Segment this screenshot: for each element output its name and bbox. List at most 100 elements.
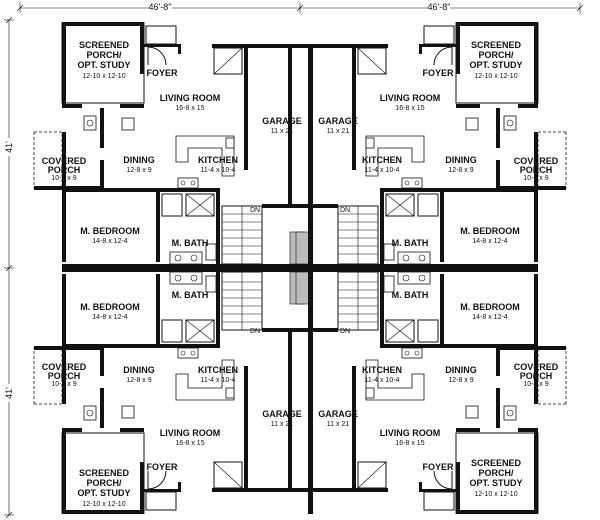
unit-top-right bbox=[287, 21, 567, 270]
label-line: PORCH bbox=[48, 371, 81, 381]
living-room-size: 16-8 x 15 bbox=[175, 105, 204, 112]
foyer-label: FOYER bbox=[422, 68, 454, 78]
foyer-label: FOYER bbox=[146, 462, 178, 472]
depth-dimension-upper: 41' bbox=[4, 141, 14, 153]
screened-porch-size: 12-10 x 12-10 bbox=[82, 501, 125, 508]
dining-size: 12-8 x 9 bbox=[126, 377, 151, 384]
dining-label: DINING bbox=[123, 155, 155, 165]
living-room-size: 16-8 x 15 bbox=[175, 440, 204, 447]
label-line: COVERED bbox=[42, 156, 87, 166]
master-bedroom-size: 14-8 x 12-4 bbox=[92, 314, 128, 321]
kitchen-label: KITCHEN bbox=[362, 365, 402, 375]
label-line: OPT. STUDY bbox=[469, 478, 522, 488]
label-line: PORCH/ bbox=[478, 468, 514, 478]
kitchen-label: KITCHEN bbox=[362, 155, 402, 165]
master-bedroom-label: M. BEDROOM bbox=[80, 302, 140, 312]
label-line: OPT. STUDY bbox=[77, 488, 130, 498]
unit-top-left bbox=[33, 21, 313, 270]
dining-size: 12-8 x 9 bbox=[448, 377, 473, 384]
label-line: OPT. STUDY bbox=[469, 60, 522, 70]
garage-label: GARAGE bbox=[318, 409, 358, 419]
dimension-lines bbox=[4, 3, 584, 519]
living-room-label: LIVING ROOM bbox=[380, 428, 441, 438]
covered-porch-size: 10-4 x 9 bbox=[51, 175, 76, 182]
living-room-label: LIVING ROOM bbox=[160, 428, 221, 438]
kitchen-size: 11-4 x 10-4 bbox=[201, 377, 236, 384]
garage-size: 11 x 21 bbox=[327, 128, 350, 135]
living-room-label: LIVING ROOM bbox=[380, 93, 441, 103]
master-bath-label: M. BATH bbox=[172, 238, 209, 248]
living-room-size: 16-8 x 15 bbox=[395, 105, 424, 112]
master-bedroom-size: 14-8 x 12-4 bbox=[472, 238, 508, 245]
covered-porch-size: 10-4 x 9 bbox=[51, 381, 76, 388]
label-line: COVERED bbox=[514, 156, 559, 166]
dining-label: DINING bbox=[123, 365, 155, 375]
garage-size: 11 x 21 bbox=[271, 128, 294, 135]
garage-size: 11 x 21 bbox=[271, 421, 294, 428]
master-bedroom-label: M. BEDROOM bbox=[80, 226, 140, 236]
master-bedroom-label: M. BEDROOM bbox=[460, 226, 520, 236]
labels-bottom-left: M. BEDROOM 14-8 x 12-4 M. BATH DN COVERE… bbox=[42, 290, 302, 508]
label-line: PORCH bbox=[48, 165, 81, 175]
depth-dimension-lower: 41' bbox=[4, 387, 14, 399]
dining-label: DINING bbox=[445, 365, 477, 375]
covered-porch-size: 10-4 x 9 bbox=[523, 381, 548, 388]
label-line: PORCH/ bbox=[86, 50, 122, 60]
stair-down-label: DN bbox=[250, 328, 260, 335]
kitchen-label: KITCHEN bbox=[198, 365, 238, 375]
label-line: PORCH bbox=[520, 165, 553, 175]
label-line: PORCH/ bbox=[86, 478, 122, 488]
master-bedroom-size: 14-8 x 12-4 bbox=[472, 314, 508, 321]
center-wall-horizontal bbox=[64, 265, 536, 270]
stair-down-label: DN bbox=[340, 207, 350, 214]
label-line: PORCH/ bbox=[478, 50, 514, 60]
screened-porch-size: 12-10 x 12-10 bbox=[474, 491, 517, 498]
master-bath-label: M. BATH bbox=[172, 290, 209, 300]
stair-down-label: DN bbox=[250, 207, 260, 214]
master-bedroom-label: M. BEDROOM bbox=[460, 302, 520, 312]
screened-porch-size: 12-10 x 12-10 bbox=[82, 73, 125, 80]
unit-bottom-right bbox=[287, 266, 567, 515]
width-dimension-right: 46'-8" bbox=[428, 2, 451, 12]
garage-label: GARAGE bbox=[318, 116, 358, 126]
garage-size: 11 x 21 bbox=[327, 421, 350, 428]
garage-label: GARAGE bbox=[262, 116, 302, 126]
living-room-label: LIVING ROOM bbox=[160, 93, 221, 103]
living-room-size: 16-8 x 15 bbox=[395, 440, 424, 447]
master-bath-label: M. BATH bbox=[392, 238, 429, 248]
kitchen-size: 11-4 x 10-4 bbox=[365, 377, 400, 384]
label-line: OPT. STUDY bbox=[77, 60, 130, 70]
foyer-label: FOYER bbox=[422, 462, 454, 472]
covered-porch-size: 10-4 x 9 bbox=[523, 175, 548, 182]
kitchen-size: 11-4 x 10-4 bbox=[365, 167, 400, 174]
unit-bottom-left bbox=[33, 266, 313, 515]
label-line: COVERED bbox=[42, 362, 87, 372]
foyer-label: FOYER bbox=[146, 68, 178, 78]
dining-size: 12-8 x 9 bbox=[126, 167, 151, 174]
center-wall-vertical bbox=[308, 44, 313, 514]
width-dimension-left: 46'-8" bbox=[149, 2, 172, 12]
kitchen-label: KITCHEN bbox=[198, 155, 238, 165]
dining-size: 12-8 x 9 bbox=[448, 167, 473, 174]
master-bedroom-size: 14-8 x 12-4 bbox=[92, 238, 128, 245]
master-bath-label: M. BATH bbox=[392, 290, 429, 300]
garage-label: GARAGE bbox=[262, 409, 302, 419]
label-line: PORCH bbox=[520, 371, 553, 381]
labels-bottom-right: M. BEDROOM 14-8 x 12-4 M. BATH DN COVERE… bbox=[318, 290, 559, 498]
dining-label: DINING bbox=[445, 155, 477, 165]
screened-porch-size: 12-10 x 12-10 bbox=[474, 73, 517, 80]
stair-down-label: DN bbox=[340, 328, 350, 335]
kitchen-size: 11-4 x 10-4 bbox=[201, 167, 236, 174]
label-line: COVERED bbox=[514, 362, 559, 372]
